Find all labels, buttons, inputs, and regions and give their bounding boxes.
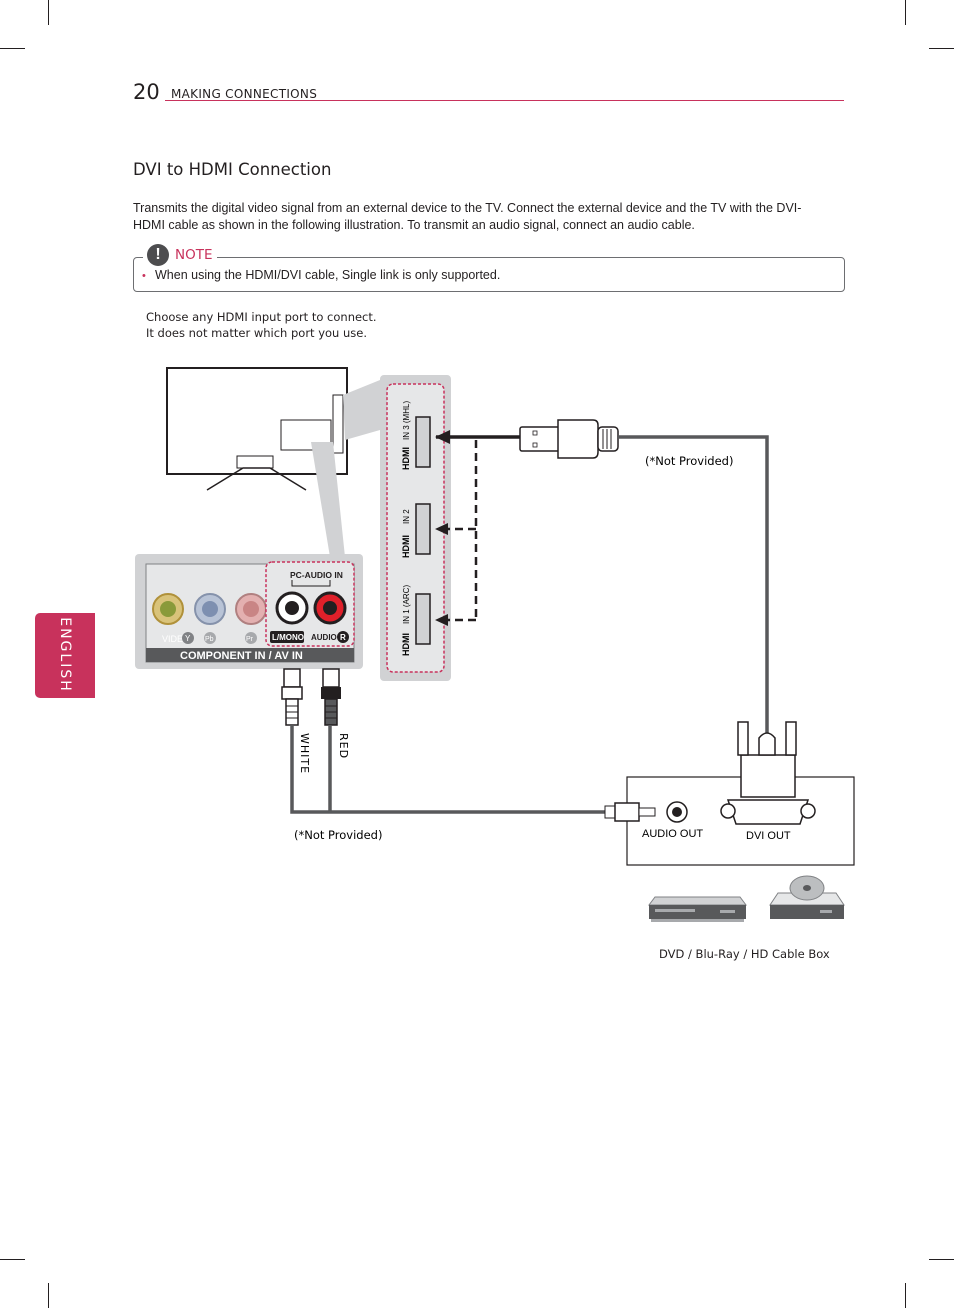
hdmi-panel: HDMI IN 3 (MHL) HDMI IN 2 HDMI IN 1 (ARC… bbox=[380, 375, 451, 681]
crop-mark-tr-v bbox=[905, 0, 906, 25]
note-bullet: • bbox=[142, 270, 146, 282]
hdmi2-label: IN 2 bbox=[402, 509, 411, 524]
component-av-label: COMPONENT IN / AV IN bbox=[180, 650, 303, 662]
video-label: VIDEO/ bbox=[162, 634, 193, 644]
section-title: MAKING CONNECTIONS bbox=[171, 87, 318, 101]
crop-mark-tl-h bbox=[0, 48, 25, 49]
header-rule bbox=[165, 100, 844, 101]
language-tab bbox=[35, 613, 95, 698]
r-label: R bbox=[340, 633, 346, 642]
pc-audio-in-label: PC-AUDIO IN bbox=[290, 570, 343, 580]
instruction: Choose any HDMI input port to connect. I… bbox=[146, 309, 377, 341]
note-box bbox=[133, 257, 845, 292]
note-text: When using the HDMI/DVI cable, Single li… bbox=[155, 268, 501, 282]
dvd-player-icon bbox=[648, 896, 747, 922]
crop-mark-bl-h bbox=[0, 1259, 25, 1260]
page-title: DVI to HDMI Connection bbox=[133, 160, 332, 179]
white-cable-label: WHITE bbox=[298, 733, 311, 774]
intro-paragraph: Transmits the digital video signal from … bbox=[133, 201, 802, 232]
page-number: 20 bbox=[133, 80, 160, 104]
device-caption: DVD / Blu-Ray / HD Cable Box bbox=[659, 947, 830, 961]
note-header: ! NOTE bbox=[143, 242, 217, 268]
rca-plugs bbox=[281, 668, 341, 726]
audio-out-label: AUDIO OUT bbox=[642, 828, 703, 840]
instruction-line-1: Choose any HDMI input port to connect. bbox=[146, 310, 377, 324]
tv-illustration bbox=[166, 367, 348, 491]
bluray-player-icon bbox=[769, 875, 845, 919]
hdmi3-logo: HDMI bbox=[401, 447, 411, 470]
crop-mark-tl-v bbox=[48, 0, 49, 25]
hdmi1-label: IN 1 (ARC) bbox=[402, 585, 411, 624]
dvi-out-label: DVI OUT bbox=[746, 830, 791, 842]
audio-label: AUDIO bbox=[311, 633, 337, 642]
hdmi2-logo: HDMI bbox=[401, 535, 411, 558]
exclamation-icon: ! bbox=[147, 244, 169, 266]
note-label: NOTE bbox=[175, 247, 213, 263]
red-cable-label: RED bbox=[337, 733, 350, 759]
pb-label: Pb bbox=[205, 636, 214, 643]
av-input-panel: VIDEO/ Y Pb Pr L/MONO AUDIO R PC-AUDIO I… bbox=[135, 554, 363, 669]
instruction-line-2: It does not matter which port you use. bbox=[146, 326, 368, 340]
not-provided-audio: (*Not Provided) bbox=[294, 828, 382, 842]
hdmi3-label: IN 3 (MHL) bbox=[402, 401, 411, 440]
crop-mark-br-h bbox=[929, 1259, 954, 1260]
source-device: AUDIO OUT DVI OUT bbox=[604, 721, 855, 866]
crop-mark-br-v bbox=[905, 1283, 906, 1308]
not-provided-dvi: (*Not Provided) bbox=[645, 454, 733, 468]
pr-label: Pr bbox=[246, 636, 254, 643]
crop-mark-bl-v bbox=[48, 1283, 49, 1308]
y-label: Y bbox=[185, 634, 191, 643]
lmono-label: L/MONO bbox=[272, 633, 304, 642]
hdmi1-logo: HDMI bbox=[401, 633, 411, 656]
crop-mark-tr-h bbox=[929, 48, 954, 49]
